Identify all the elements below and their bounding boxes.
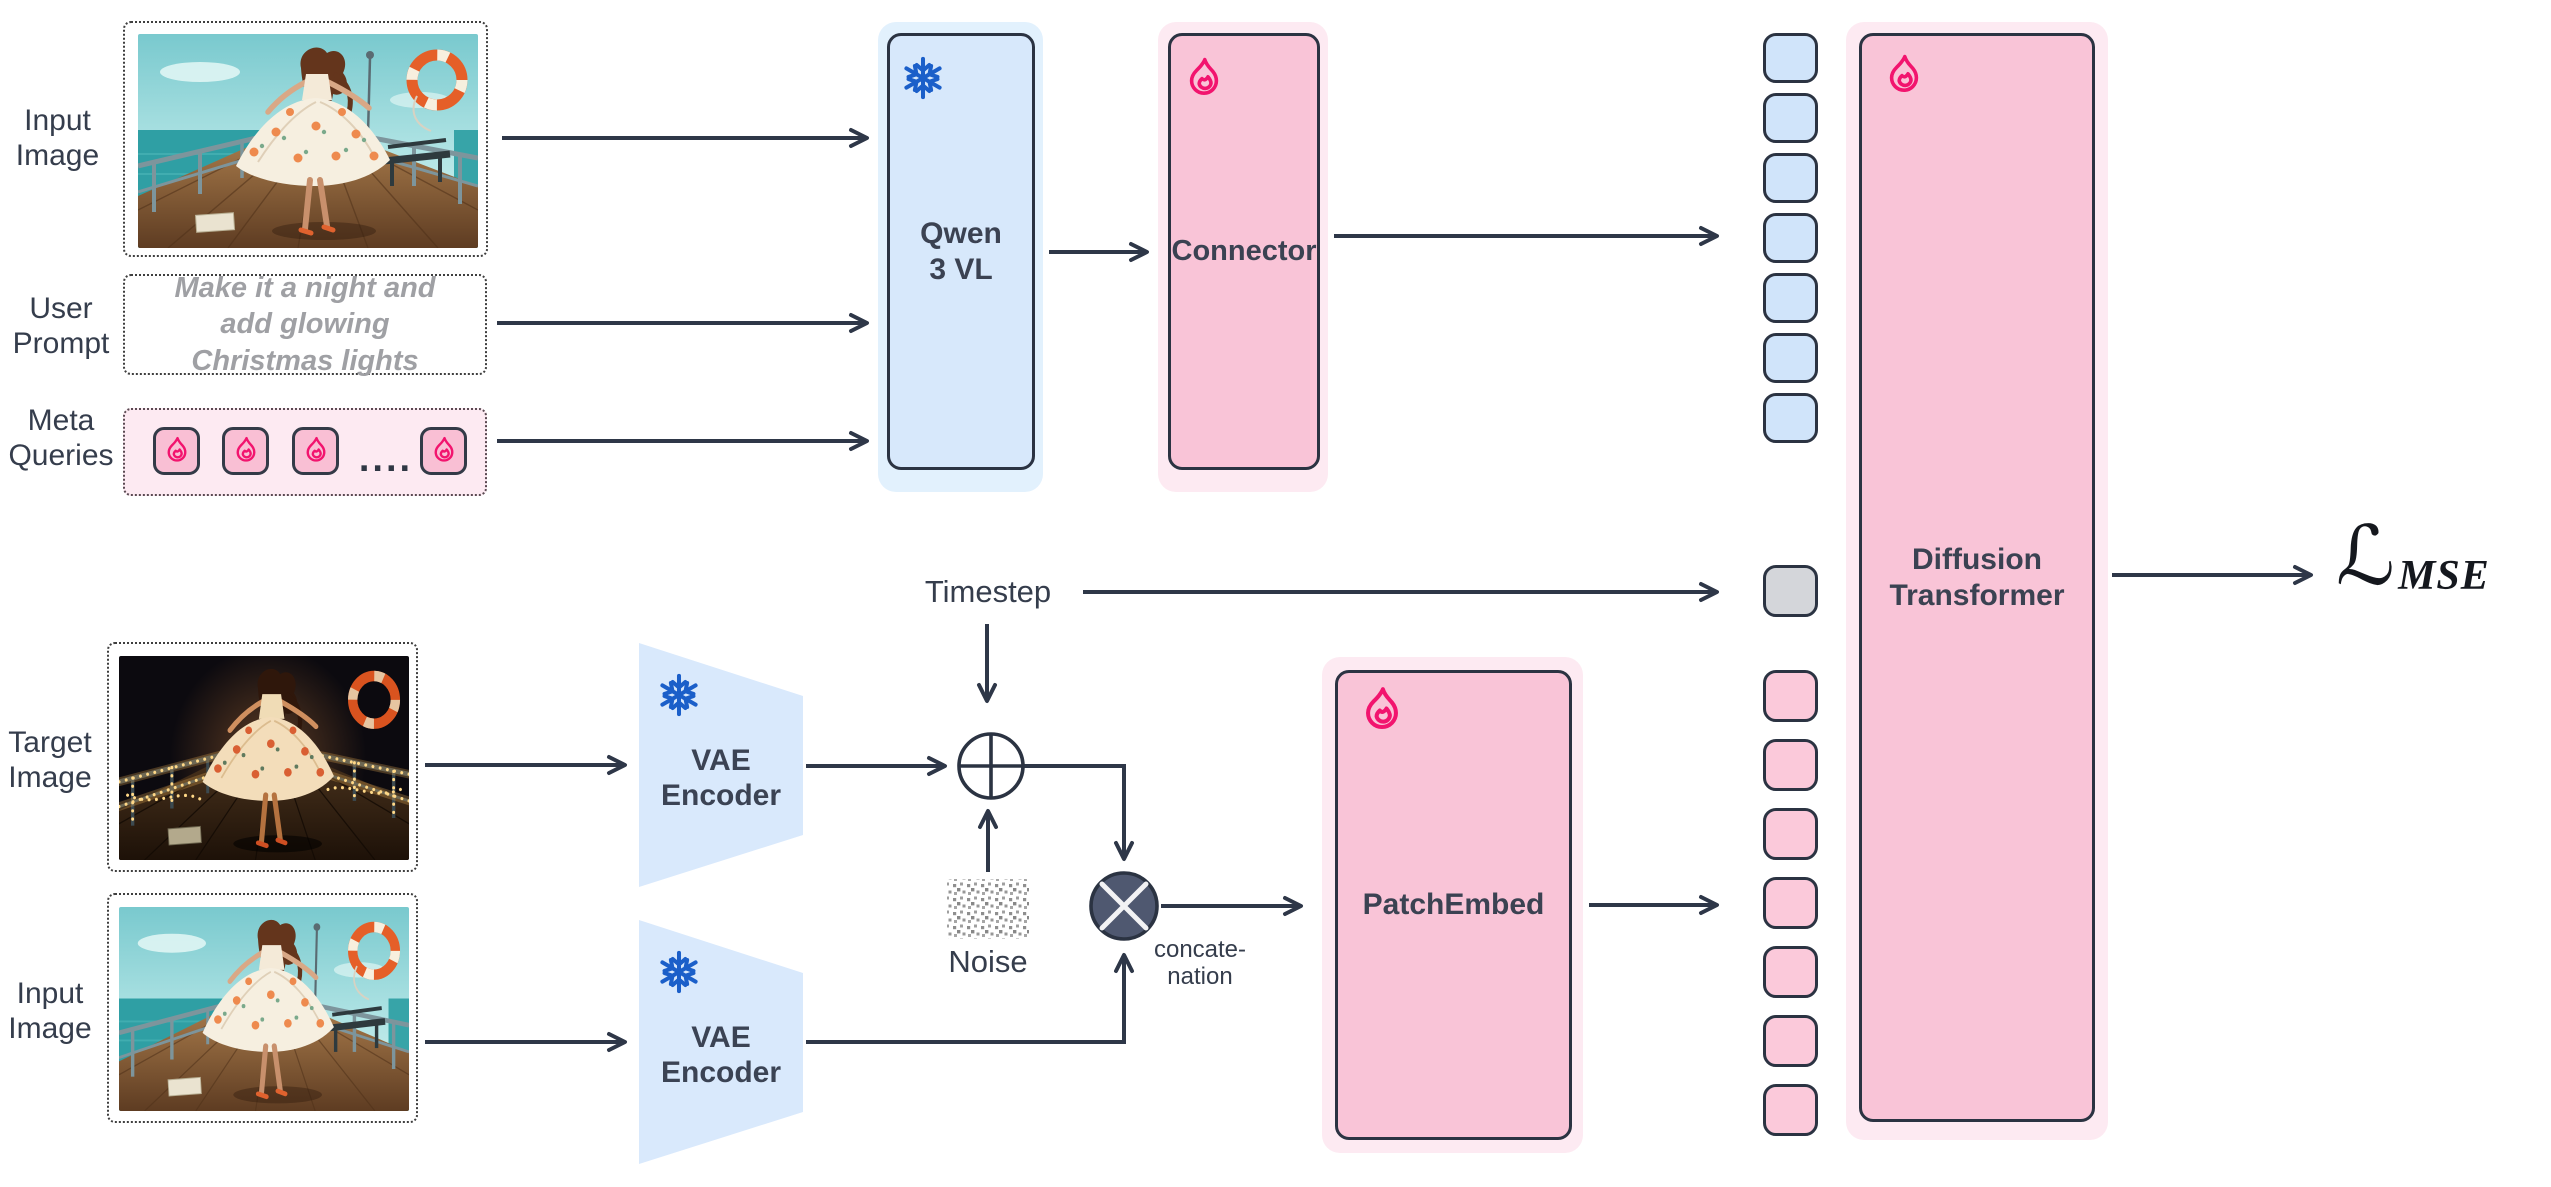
meta-query-chip-4 [420, 427, 467, 475]
meta-queries-label: Meta Queries [8, 404, 114, 473]
patch-embed-title: PatchEmbed [1362, 888, 1545, 921]
meta-query-chip-1 [153, 427, 200, 475]
snowflake-icon [656, 672, 702, 718]
vae-encoder-top-title: VAE Encoder [660, 744, 782, 812]
user-prompt-text: Make it a night and add glowing Christma… [174, 272, 436, 377]
concat-op-icon [1089, 871, 1159, 941]
connector-title: Connector [1171, 235, 1317, 268]
diffusion-transformer-title: Diffusion Transformer [1889, 542, 2065, 612]
noise-swatch [947, 879, 1029, 939]
qwen-block: Qwen 3 VL [887, 33, 1035, 470]
pier-day-photo [119, 907, 409, 1111]
noise-label: Noise [948, 944, 1028, 979]
qwen-title: Qwen 3 VL [920, 216, 1002, 286]
token-vl-tokens-1 [1763, 33, 1818, 83]
loss-subscript: MSE [2398, 552, 2490, 599]
user-prompt-box: Make it a night and add glowing Christma… [123, 272, 487, 377]
token-vl-tokens-5 [1763, 273, 1818, 323]
add-op-icon [957, 732, 1025, 800]
meta-queries-ellipsis: .... [358, 438, 414, 480]
flame-icon [428, 435, 460, 467]
pier-day-photo [138, 34, 478, 248]
concatenation-label-line1: concate- [1153, 936, 1247, 963]
token-vl-tokens-3 [1763, 153, 1818, 203]
token-image-tokens-7 [1763, 1084, 1818, 1136]
timestep-label: Timestep [924, 574, 1052, 609]
token-image-tokens-6 [1763, 1015, 1818, 1067]
input-image-bottom-label: Input Image [8, 977, 92, 1046]
token-image-tokens-2 [1763, 739, 1818, 791]
connector-block: Connector [1168, 33, 1320, 470]
flame-icon [1180, 55, 1228, 103]
flame-icon [230, 435, 262, 467]
concatenation-label: concate- nation [1135, 936, 1265, 991]
snowflake-icon [900, 55, 946, 101]
pier-night-photo [119, 656, 409, 860]
loss-symbol: ℒ [2336, 509, 2396, 604]
token-image-tokens-5 [1763, 946, 1818, 998]
input-image-top-label: Input Image [15, 104, 100, 173]
flame-icon [300, 435, 332, 467]
input-image-top-box [123, 21, 488, 257]
target-image-box [107, 642, 418, 872]
arrow-add-to-concat [1024, 764, 1134, 861]
token-vl-tokens-6 [1763, 333, 1818, 383]
vae-encoder-bottom-title: VAE Encoder [660, 1021, 782, 1089]
concatenation-label-line2: nation [1167, 962, 1233, 990]
meta-queries-box: .... [123, 408, 487, 496]
input-image-bottom-box [107, 893, 418, 1123]
user-prompt-label: User Prompt [12, 292, 110, 361]
token-timestep-token-1 [1763, 565, 1818, 617]
token-vl-tokens-2 [1763, 93, 1818, 143]
snowflake-icon [656, 949, 702, 995]
token-image-tokens-3 [1763, 808, 1818, 860]
token-image-tokens-1 [1763, 670, 1818, 722]
meta-query-chip-3 [292, 427, 339, 475]
token-image-tokens-4 [1763, 877, 1818, 929]
patch-embed-block: PatchEmbed [1335, 670, 1572, 1140]
target-image-label: Target Image [8, 726, 92, 795]
flame-icon [1880, 52, 1928, 100]
token-vl-tokens-7 [1763, 393, 1818, 443]
flame-icon [1355, 684, 1409, 738]
diffusion-transformer-block: Diffusion Transformer [1859, 33, 2095, 1122]
token-vl-tokens-4 [1763, 213, 1818, 263]
loss-formula: ℒ MSE [2336, 509, 2490, 604]
meta-query-chip-2 [222, 427, 269, 475]
flame-icon [161, 435, 193, 467]
